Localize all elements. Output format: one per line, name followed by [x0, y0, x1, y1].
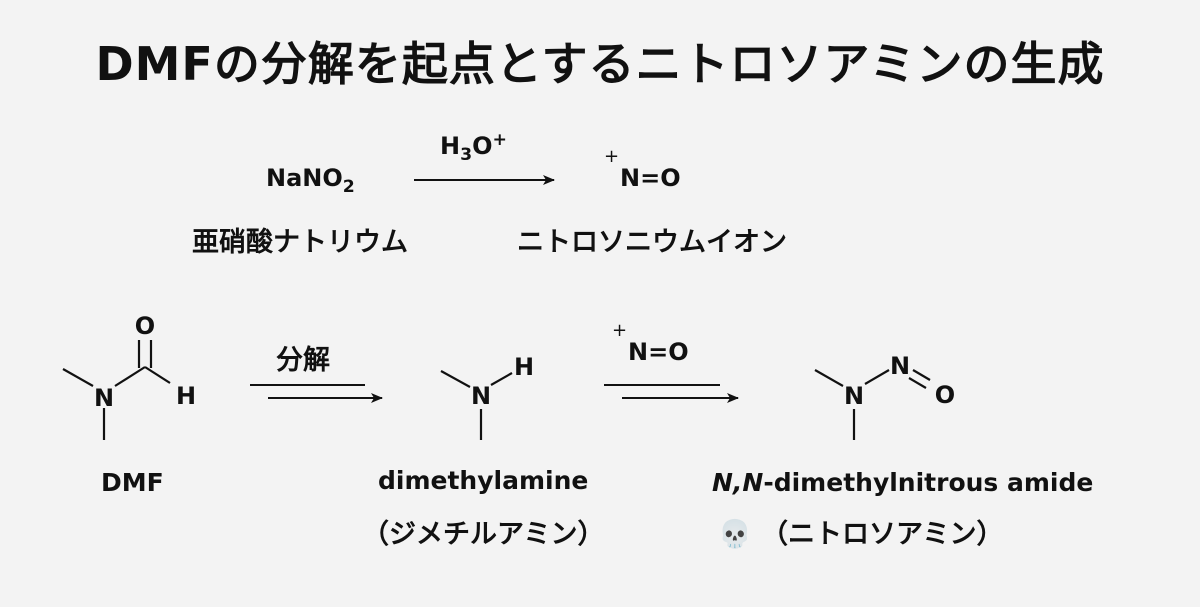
sodium-nitrite-name: 亜硝酸ナトリウム	[192, 227, 408, 258]
sodium-nitrite-subscript: 2	[342, 176, 355, 197]
nitrosamine-structure: N N O	[814, 352, 955, 440]
page-title: DMFの分解を起点とするニトロソアミンの生成	[95, 37, 1105, 91]
nitrosamine-jp-text: （ニトロソアミン）	[761, 519, 1004, 550]
hydronium-o: O	[472, 132, 493, 160]
sodium-nitrite-base: NaNO	[266, 164, 343, 192]
step2-reagent-label: N=O	[628, 338, 689, 366]
nitrosamine-name-rest: -dimethylnitrous amide	[763, 468, 1094, 497]
hydronium-h: H	[440, 132, 461, 160]
nitrosamine-jp-label: 💀 （ニトロソアミン）	[718, 512, 1004, 551]
nitrosamine-n2-atom: N	[890, 352, 910, 380]
nitrosamine-n1-atom: N	[844, 382, 864, 410]
sodium-nitrite-formula: NaNO2	[266, 164, 355, 197]
dmf-structure: N O H	[62, 312, 196, 440]
dmf-h-atom: H	[176, 382, 196, 410]
dimethylamine-jp-label: （ジメチルアミン）	[362, 519, 605, 550]
dmf-label: DMF	[101, 468, 164, 497]
nitrosamine-locant: N,N	[712, 468, 764, 497]
step2-charge: +	[612, 320, 628, 341]
dimethylamine-label: dimethylamine	[378, 466, 589, 495]
nitrosamine-label: N,N-dimethylnitrous amide	[712, 468, 1093, 497]
nitrosamine-o-atom: O	[935, 381, 955, 409]
skull-icon: 💀	[718, 519, 752, 550]
dimethylamine-structure: N H	[440, 353, 534, 440]
amine-h-atom: H	[514, 353, 534, 381]
nitrosonium-name: ニトロソニウムイオン	[517, 227, 787, 258]
hydronium-charge: +	[492, 130, 507, 150]
hydronium-reagent: H3O+	[440, 130, 507, 165]
hydronium-subscript: 3	[460, 144, 473, 165]
decomposition-label: 分解	[276, 345, 330, 376]
nitrosonium-charge: +	[604, 146, 620, 167]
dmf-o-atom: O	[135, 312, 155, 340]
amine-n-atom: N	[471, 382, 491, 410]
nitrosonium-formula: N=O	[620, 164, 681, 192]
dmf-n-atom: N	[94, 384, 114, 412]
